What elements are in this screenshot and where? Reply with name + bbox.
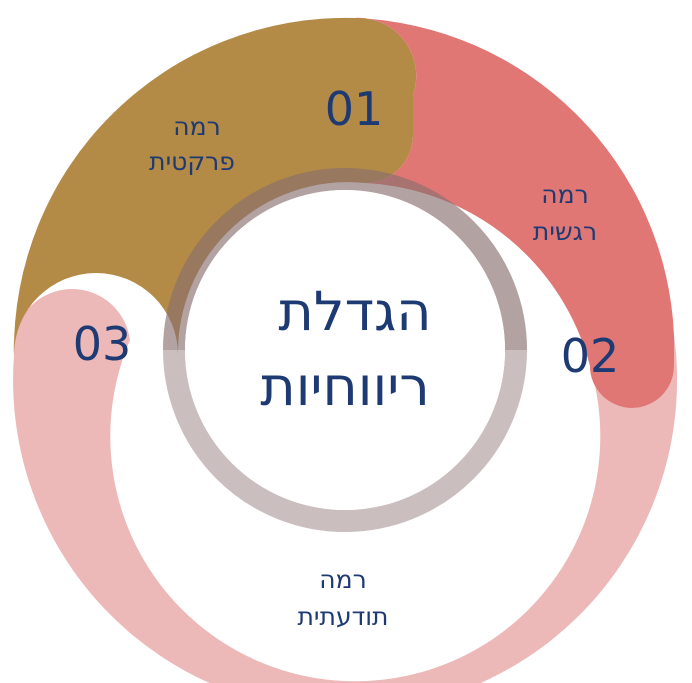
segment-03-band[interactable] [13, 289, 678, 683]
center-circle [185, 190, 505, 510]
center-title-line1: הגדלת [278, 280, 431, 343]
segment-01-number: 01 [325, 82, 384, 136]
segment-02-label-line2: רגשית [533, 217, 597, 246]
center-title-line2: ריווחיות [260, 355, 430, 418]
segment-02-label-line1: רמה [541, 180, 588, 209]
segment-01-band[interactable] [13, 17, 417, 355]
inner-shadow-ring-top [163, 168, 527, 350]
segment-03-number: 03 [73, 317, 132, 371]
segment-02-band[interactable] [355, 17, 674, 408]
inner-shadow-ring [163, 168, 527, 532]
segment-01-label-line2: פרקטית [149, 147, 235, 176]
segment-01-label-line1: רמה [173, 112, 220, 141]
segment-02-number: 02 [561, 329, 620, 383]
segment-03-label-line1: רמה [319, 565, 366, 594]
segment-03-label-line2: תודעתית [298, 602, 389, 631]
